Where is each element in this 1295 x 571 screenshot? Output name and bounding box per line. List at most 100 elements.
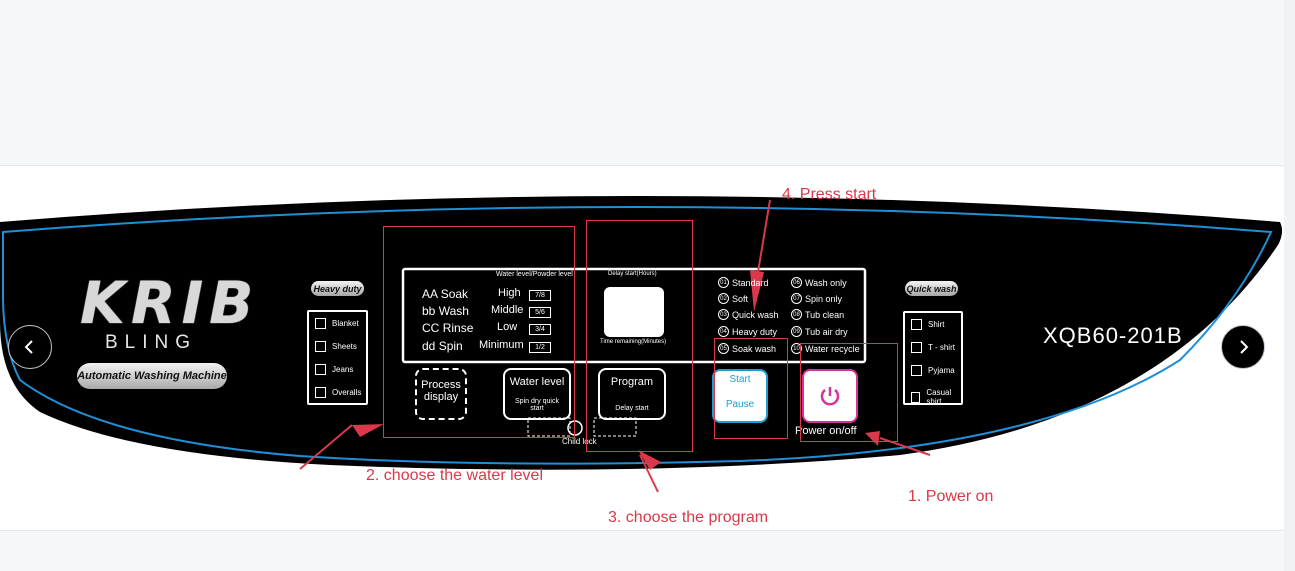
child-lock-label: Child lock	[562, 437, 597, 446]
brand-sub: BLING	[105, 332, 198, 353]
power-highlight	[800, 343, 898, 442]
water-level-minimum: Minimum	[479, 339, 524, 351]
program-label: Wash only	[805, 277, 847, 288]
process-wash: bb Wash	[422, 304, 469, 318]
program-label: Tub clean	[805, 309, 845, 320]
list-item: Overalls	[315, 387, 361, 398]
process-spin: dd Spin	[422, 339, 463, 353]
list-item-label: Overalls	[332, 388, 362, 397]
water-level-high: High	[498, 287, 521, 299]
program-label: Heavy duty	[732, 326, 778, 337]
level-ratio: 1/2	[529, 342, 551, 353]
program-number: 04	[718, 326, 729, 337]
process-label: Soak	[440, 287, 469, 301]
program-label: Standard	[732, 277, 769, 288]
jeans-icon	[315, 364, 326, 375]
tagline-text: Automatic Washing Machine	[77, 370, 227, 382]
display-screen	[604, 287, 664, 337]
list-item-label: Jeans	[332, 365, 354, 374]
list-item-label: Pyjama	[928, 366, 955, 375]
time-remaining-label: Time remaining(Minutes)	[600, 339, 667, 345]
program-label: Soft	[732, 293, 749, 304]
process-code: dd	[422, 339, 436, 353]
shirt-icon	[911, 319, 922, 330]
overalls-icon	[315, 387, 326, 398]
brand-logo: KRIB	[80, 269, 260, 337]
list-item-label: T - shirt	[928, 343, 955, 352]
process-code: AA	[422, 287, 438, 301]
process-label: Spin	[438, 339, 463, 353]
model-number: XQB60-201B	[1043, 323, 1183, 348]
program-number: 03	[718, 309, 729, 320]
program-label: Spin only	[805, 293, 843, 304]
process-rinse: CC Rinse	[422, 321, 473, 335]
level-ratio: 3/4	[529, 324, 551, 335]
quick-wash-title: Quick wash	[906, 283, 957, 294]
program-number: 06	[791, 277, 802, 288]
power-label: Power on/off	[795, 425, 857, 437]
pyjama-icon	[911, 365, 922, 376]
start-pause-button[interactable]: Start Pause	[712, 369, 768, 423]
program-label: Program	[610, 376, 654, 388]
tagline-badge: Automatic Washing Machine	[77, 363, 227, 389]
program-label: Tub air dry	[805, 326, 848, 337]
heavy-duty-list: Blanket Sheets Jeans Overalls	[307, 310, 368, 405]
sheets-icon	[315, 341, 326, 352]
level-ratio: 7/8	[529, 290, 551, 301]
process-display-button[interactable]: Process display	[415, 368, 467, 420]
scroll-strip	[1284, 0, 1295, 571]
water-level-label: Water level	[509, 376, 565, 388]
level-ratio: 5/6	[529, 307, 551, 318]
list-item: Casual shirt	[911, 388, 961, 406]
program-number: 05	[718, 343, 729, 354]
process-soak: AA Soak	[422, 287, 468, 301]
list-item-label: Shirt	[928, 320, 945, 329]
heavy-duty-tag: Heavy duty	[311, 281, 364, 296]
program-number: 10	[791, 343, 802, 354]
list-item: Pyjama	[911, 365, 955, 376]
chevron-left-icon	[24, 340, 33, 354]
power-button[interactable]	[802, 369, 858, 423]
delay-header: Delay start(Hours)	[608, 271, 657, 277]
program-number: 02	[718, 293, 729, 304]
program-label: Quick wash	[732, 309, 779, 320]
annotation-step-2: 2. choose the water level	[366, 467, 543, 484]
list-item: T - shirt	[911, 342, 955, 353]
chevron-right-icon	[1240, 340, 1249, 354]
process-label: Rinse	[442, 321, 474, 335]
list-item: Sheets	[315, 341, 357, 352]
program-number: 01	[718, 277, 729, 288]
program-number: 09	[791, 326, 802, 337]
annotation-step-4: 4. Press start	[782, 186, 877, 203]
carousel-next-button[interactable]	[1221, 325, 1265, 369]
process-display-label: Process display	[421, 379, 461, 403]
pause-label: Pause	[725, 399, 755, 410]
casual-shirt-icon	[911, 391, 921, 403]
process-code: bb	[422, 304, 436, 318]
process-code: CC	[422, 321, 440, 335]
quick-wash-tag: Quick wash	[905, 281, 958, 296]
list-item-label: Blanket	[332, 319, 359, 328]
program-label: Soak wash	[732, 343, 777, 354]
heavy-duty-title: Heavy duty	[313, 283, 362, 294]
program-highlight	[586, 220, 693, 452]
power-icon	[820, 387, 840, 406]
spin-dry-label: Spin dry quick start	[515, 398, 559, 412]
carousel-prev-button[interactable]	[8, 325, 52, 369]
blanket-icon	[315, 318, 326, 329]
start-highlight	[714, 338, 788, 439]
program-number: 07	[791, 293, 802, 304]
process-label: Wash	[438, 304, 469, 318]
water-level-low: Low	[497, 321, 518, 333]
annotation-step-1: 1. Power on	[908, 488, 994, 505]
